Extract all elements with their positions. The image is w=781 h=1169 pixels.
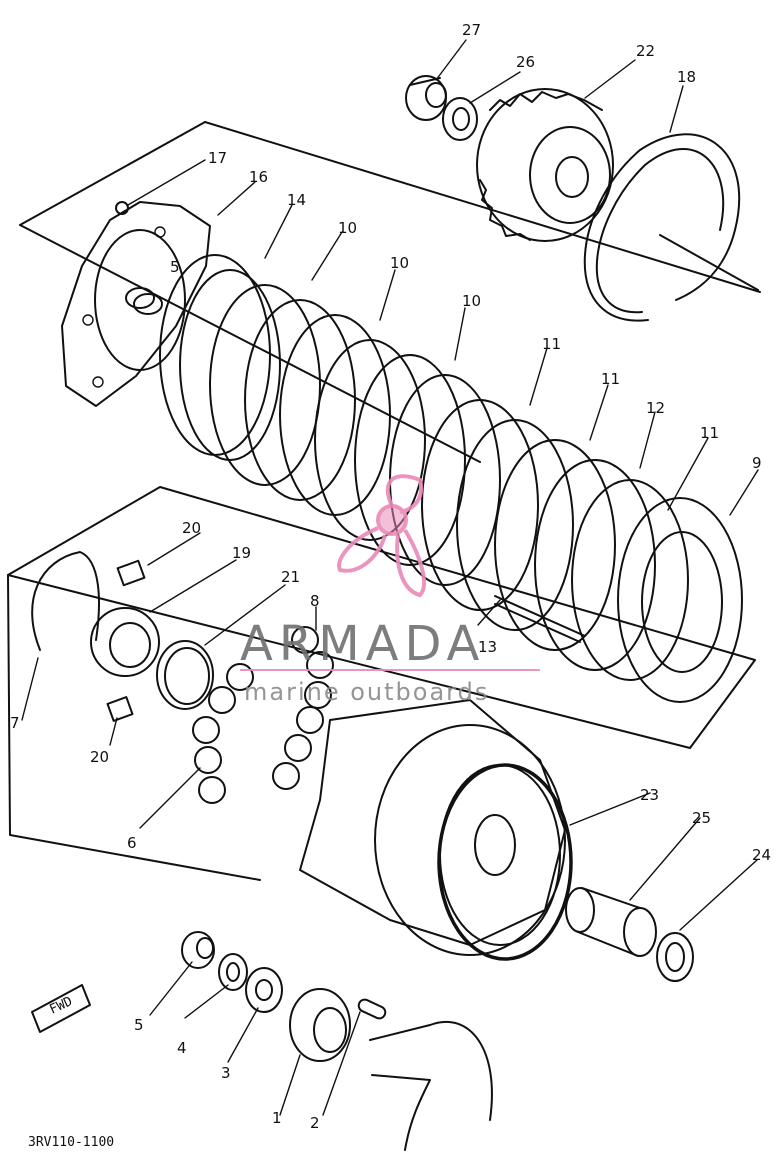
part-22-clutch-boss [476, 88, 614, 242]
part-5-spring [125, 287, 163, 315]
part-19-pressure-lever [90, 607, 160, 677]
callout-6: 6 [127, 834, 137, 852]
callout-7: 7 [10, 714, 20, 732]
callout-11c: 11 [700, 424, 719, 442]
part-13-push-rod [494, 595, 586, 643]
callout-13: 13 [478, 638, 497, 656]
part-5-nut-lower [181, 931, 215, 969]
part-21-circlip [156, 640, 214, 710]
part-3-washer [245, 967, 283, 1013]
callout-10c: 10 [462, 292, 481, 310]
part-20-upper [116, 559, 146, 587]
callout-5a: 5 [170, 258, 180, 276]
part-1-primary-gear [289, 988, 351, 1062]
part-8-balls [272, 626, 334, 790]
callout-25: 25 [692, 809, 711, 827]
part-7-wire [31, 551, 100, 651]
fwd-label: FWD [47, 994, 75, 1018]
callout-10b: 10 [390, 254, 409, 272]
callout-22: 22 [636, 42, 655, 60]
callout-19: 19 [232, 544, 251, 562]
part-24-washer [656, 932, 694, 982]
diagram-code: 3RV110-1100 [28, 1135, 114, 1150]
callout-5b: 5 [134, 1016, 144, 1034]
crankshaft-stub [369, 1020, 493, 1151]
part-17-screw [115, 201, 129, 215]
part-20-lower [106, 696, 134, 722]
part-16-pressure-plate [61, 201, 211, 407]
plate-stack [159, 254, 743, 703]
fwd-arrow-icon: FWD [31, 984, 91, 1033]
callout-9: 9 [752, 454, 762, 472]
callout-24: 24 [752, 846, 771, 864]
part-27-nut [405, 75, 447, 121]
part-23-clutch-housing [299, 699, 573, 961]
callout-11b: 11 [601, 370, 620, 388]
callout-14: 14 [287, 191, 306, 209]
callout-26: 26 [516, 53, 535, 71]
callout-27: 27 [462, 21, 481, 39]
watermark-brand: ARMADA [240, 616, 485, 672]
callout-18: 18 [677, 68, 696, 86]
callout-1: 1 [272, 1109, 282, 1127]
callout-12: 12 [646, 399, 665, 417]
propeller-logo-icon [337, 474, 426, 598]
part-25-collar [565, 887, 657, 957]
armada-watermark: ARMADA marine outboards [240, 474, 540, 706]
part-26-washer [442, 97, 478, 141]
callout-17: 17 [208, 149, 227, 167]
part-2-key [357, 998, 387, 1020]
callout-11a: 11 [542, 335, 561, 353]
callout-10a: 10 [338, 219, 357, 237]
part-6-balls [192, 663, 254, 804]
callout-20a: 20 [182, 519, 201, 537]
watermark-tagline: marine outboards [244, 678, 489, 706]
callout-20b: 20 [90, 748, 109, 766]
leader-lines [21, 39, 759, 1116]
callout-2: 2 [310, 1114, 320, 1132]
part-4-lock-washer [218, 953, 248, 991]
callout-21: 21 [281, 568, 300, 586]
callout-23: 23 [640, 786, 659, 804]
callout-3: 3 [221, 1064, 231, 1082]
plate-pack-frame [7, 121, 761, 881]
callout-4: 4 [177, 1039, 187, 1057]
callout-8: 8 [310, 592, 320, 610]
callout-16: 16 [249, 168, 268, 186]
part-18-circlip [583, 133, 759, 322]
callout-numbers: 27 26 22 18 17 16 14 10 10 10 5 11 11 12… [10, 21, 771, 1132]
